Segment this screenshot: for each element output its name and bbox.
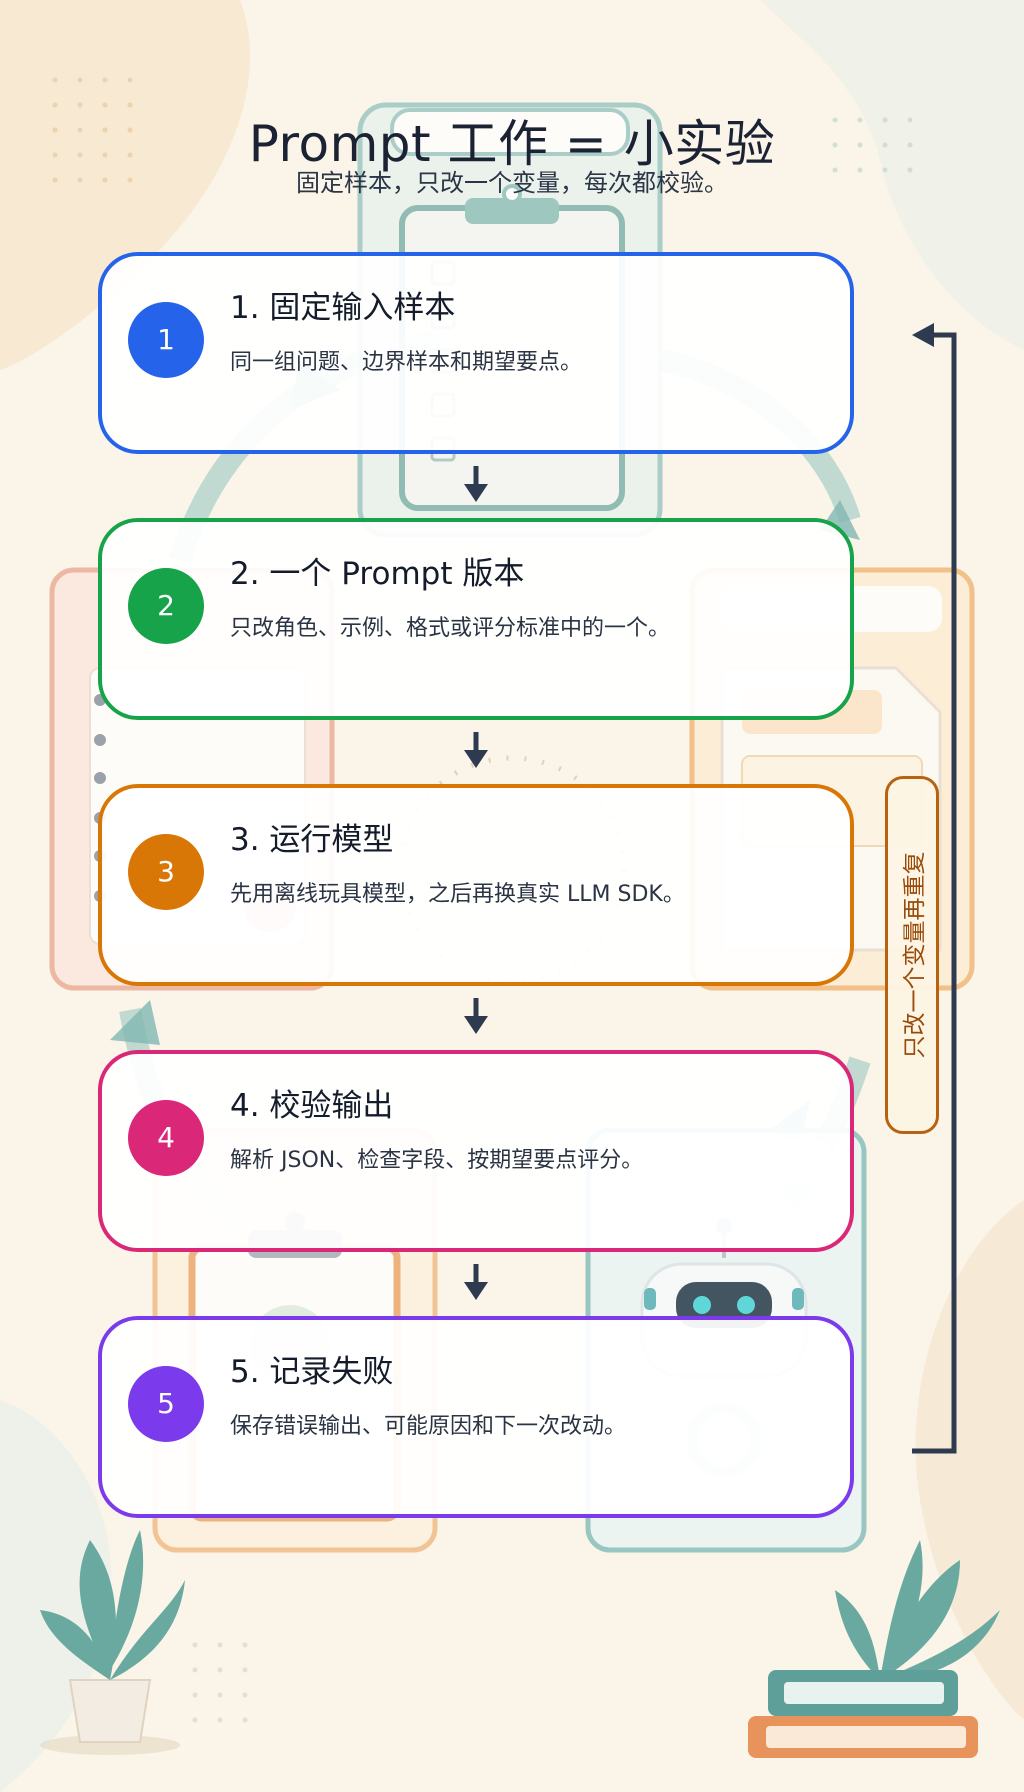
step-card-2: 2 2. 一个 Prompt 版本 只改角色、示例、格式或评分标准中的一个。 [98,518,854,720]
step-number-badge: 1 [128,302,204,378]
page-subtitle: 固定样本，只改一个变量，每次都校验。 [296,169,728,197]
step-number-badge: 3 [128,834,204,910]
dot-grid-top-right [832,117,913,173]
step-description: 解析 JSON、检查字段、按期望要点评分。 [230,1148,644,1173]
step-title: 2. 一个 Prompt 版本 [230,556,525,592]
step-title: 1. 固定输入样本 [230,290,456,326]
step-description: 保存错误输出、可能原因和下一次改动。 [230,1414,627,1439]
step-number-badge: 4 [128,1100,204,1176]
step-description: 同一组问题、边界样本和期望要点。 [230,350,583,375]
plant-decoration [40,1530,185,1755]
step-card-4: 4 4. 校验输出 解析 JSON、检查字段、按期望要点评分。 [98,1050,854,1252]
step-description: 先用离线玩具模型，之后再换真实 LLM SDK。 [230,882,685,907]
books-plant-decoration [748,1540,1000,1758]
step-description: 只改角色、示例、格式或评分标准中的一个。 [230,616,671,641]
step-title: 5. 记录失败 [230,1354,394,1390]
step-card-3: 3 3. 运行模型 先用离线玩具模型，之后再换真实 LLM SDK。 [98,784,854,986]
step-title: 3. 运行模型 [230,822,394,858]
step-number-badge: 2 [128,568,204,644]
repeat-loop-label: 只改一个变量再重复 [885,776,939,1134]
dot-grid-bottom-left [192,1642,248,1723]
step-card-5: 5 5. 记录失败 保存错误输出、可能原因和下一次改动。 [98,1316,854,1518]
step-title: 4. 校验输出 [230,1088,394,1124]
page-title: Prompt 工作 = 小实验 [248,114,776,173]
dot-grid-top-left [52,77,133,183]
step-card-1: 1 1. 固定输入样本 同一组问题、边界样本和期望要点。 [98,252,854,454]
step-number-badge: 5 [128,1366,204,1442]
repeat-loop-label-text: 只改一个变量再重复 [902,851,928,1059]
